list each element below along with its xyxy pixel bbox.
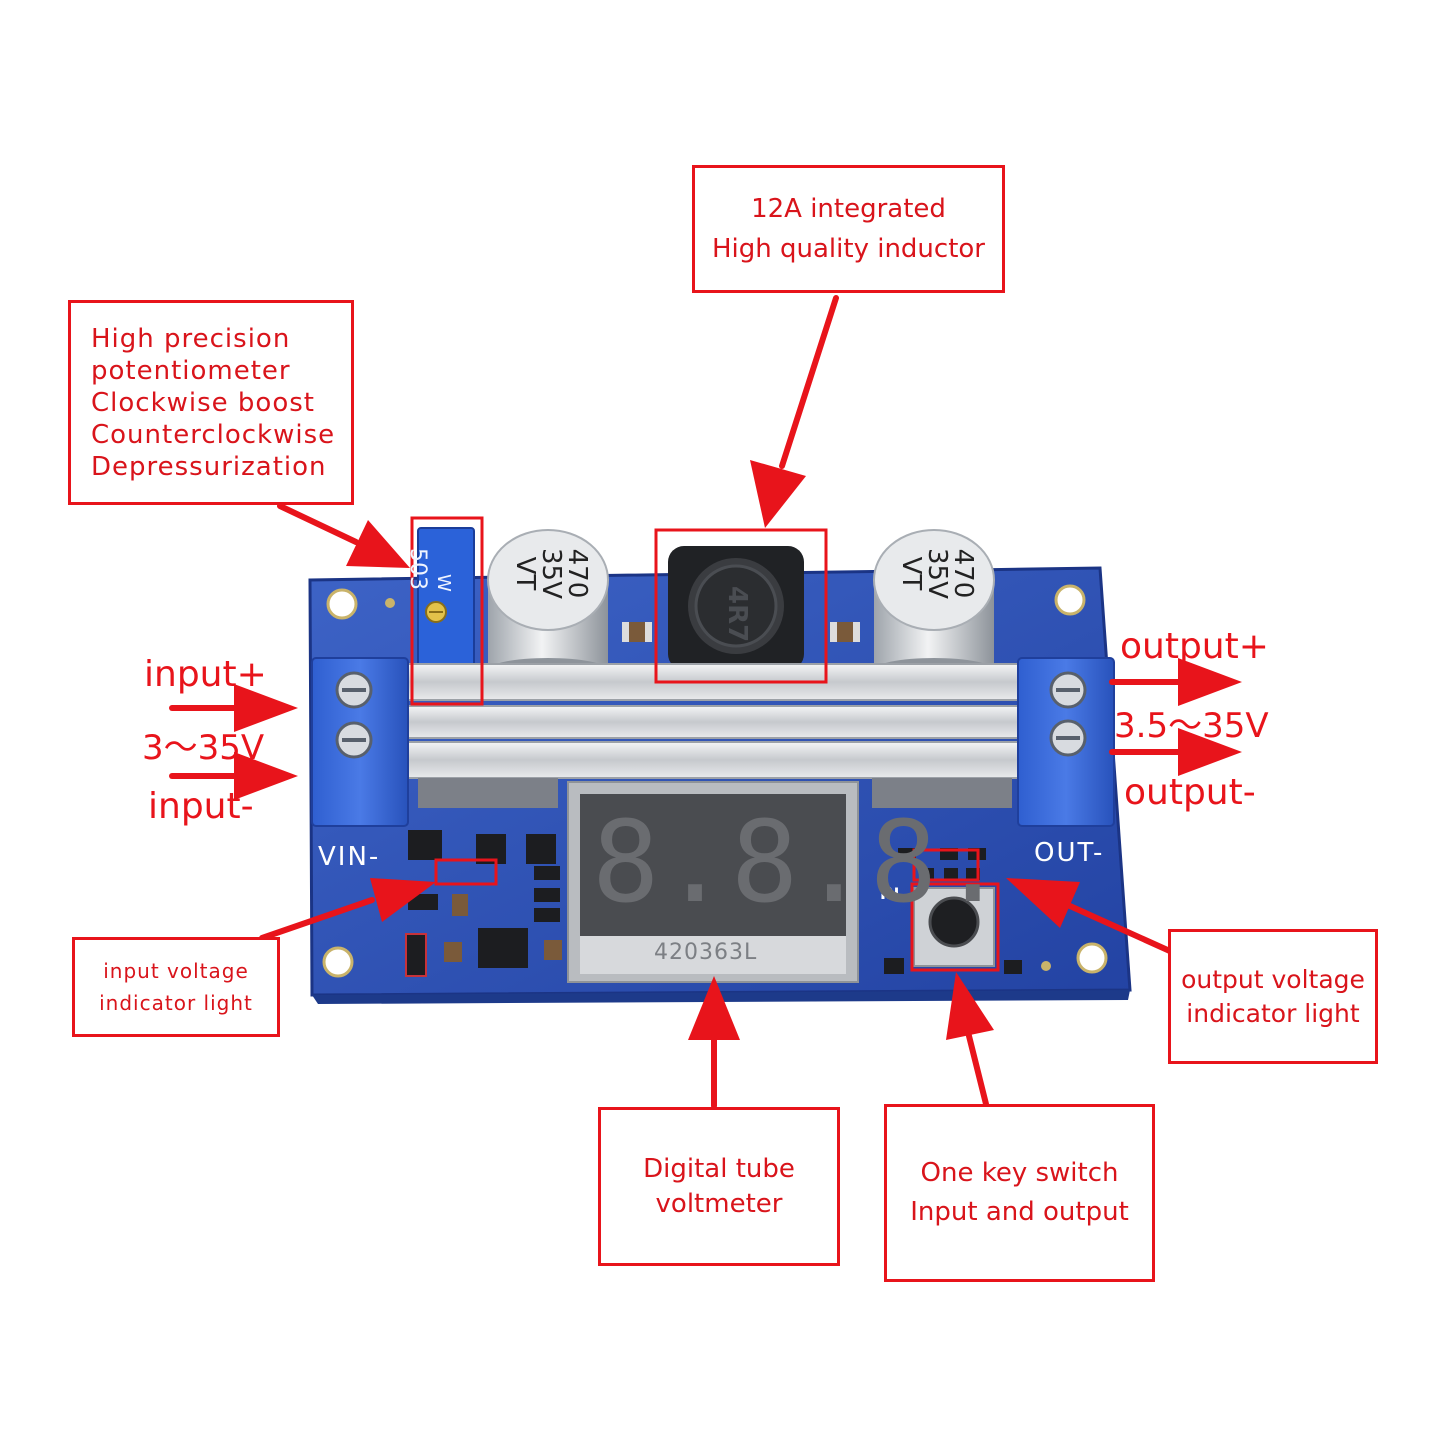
- output-terminal-block: [1017, 657, 1115, 827]
- output-led-callout: output voltage indicator light: [1168, 929, 1378, 1064]
- pot-marking-2: W: [433, 574, 454, 592]
- cap-series: VT: [896, 556, 926, 591]
- callout-line: input voltage: [103, 959, 249, 983]
- input-plus-label: input+: [144, 654, 267, 695]
- pot-marking: 503: [405, 548, 430, 590]
- callout-line: indicator light: [1186, 998, 1360, 1028]
- capacitor-right-marking: 470 35V VT: [896, 548, 978, 599]
- callout-line: High precision: [91, 323, 291, 354]
- input-terminal-block: [311, 657, 409, 827]
- callout-line: Depressurization: [91, 451, 327, 482]
- inductor: [668, 546, 804, 670]
- cap-series: VT: [510, 556, 540, 591]
- cap-value: 470: [562, 548, 592, 599]
- callout-line: output voltage: [1181, 964, 1365, 994]
- callout-line: One key switch: [920, 1158, 1119, 1188]
- smd-components: [405, 622, 1022, 977]
- cap-value: 470: [948, 548, 978, 599]
- callout-arrows: [169, 295, 1242, 1109]
- display-part-number: 420363L: [654, 940, 758, 965]
- vin-label: VIN-: [318, 842, 381, 872]
- push-button: [913, 887, 995, 967]
- output-minus-label: output-: [1124, 772, 1256, 813]
- callout-line: Digital tube: [643, 1153, 795, 1184]
- capacitor-left-marking: 470 35V VT: [510, 548, 592, 599]
- in-label: IN: [880, 884, 900, 903]
- output-range-label: 3.5～35V: [1114, 706, 1269, 746]
- inductor-callout: 12A integrated High quality inductor: [692, 165, 1005, 293]
- callout-line: potentiometer: [91, 355, 291, 386]
- input-range-label: 3～35V: [142, 728, 265, 768]
- cap-voltage: 35V: [922, 548, 952, 599]
- inductor-marking: 4R7: [722, 586, 752, 643]
- input-minus-label: input-: [148, 786, 254, 827]
- out-label: OUT-: [1034, 838, 1105, 868]
- input-led-callout: input voltage indicator light: [72, 937, 280, 1037]
- potentiometer: [417, 527, 475, 669]
- voltmeter-callout: Digital tube voltmeter: [598, 1107, 840, 1266]
- display-digits: 8.8.8.: [592, 798, 1009, 928]
- callout-line: High quality inductor: [712, 234, 985, 264]
- callout-line: voltmeter: [655, 1188, 783, 1219]
- potentiometer-callout: High precision potentiometer Clockwise b…: [68, 300, 354, 505]
- callout-line: indicator light: [99, 991, 253, 1015]
- callout-line: Clockwise boost: [91, 387, 315, 418]
- callout-line: 12A integrated: [751, 194, 946, 224]
- callout-line: Input and output: [910, 1197, 1129, 1227]
- heatsink: [403, 663, 1027, 808]
- highlight-boxes: [410, 516, 1000, 972]
- switch-callout: One key switch Input and output: [884, 1104, 1155, 1282]
- output-plus-label: output+: [1120, 626, 1269, 667]
- cap-voltage: 35V: [536, 548, 566, 599]
- callout-line: Counterclockwise: [91, 419, 336, 450]
